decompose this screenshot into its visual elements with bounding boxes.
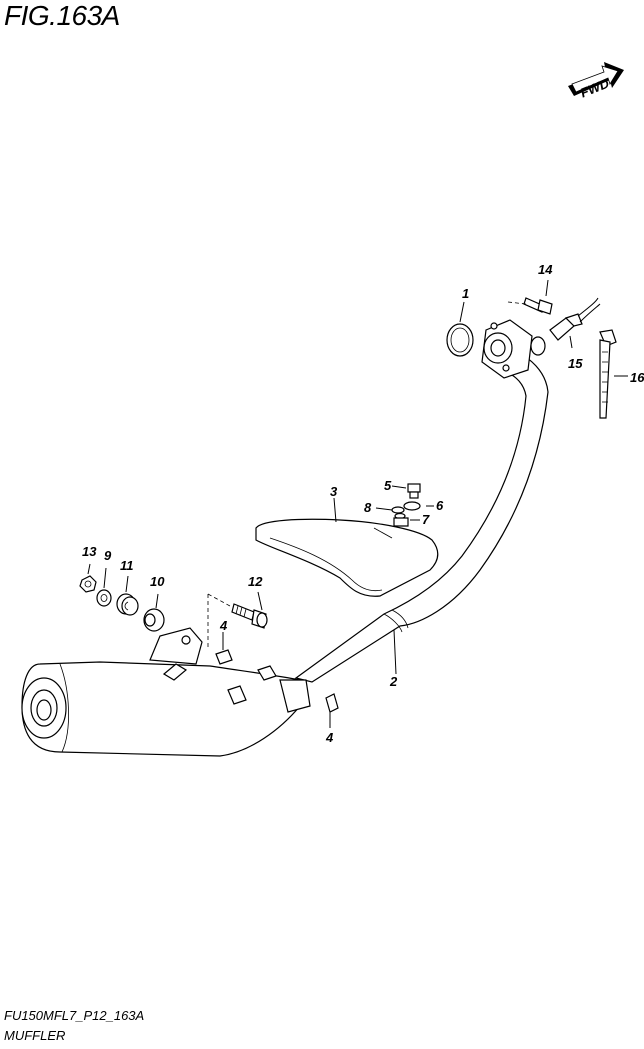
exhaust-flange xyxy=(481,319,546,379)
exhaust-gasket xyxy=(446,323,474,357)
callout-7: 7 xyxy=(422,512,430,527)
clip-nut-upper xyxy=(215,649,233,665)
callout-1: 1 xyxy=(462,286,469,301)
collar-10 xyxy=(143,608,165,632)
bolt-5 xyxy=(407,483,421,499)
washer-6 xyxy=(403,501,421,511)
callout-15: 15 xyxy=(568,356,583,371)
callout-9: 9 xyxy=(104,548,112,563)
fwd-arrow-icon: FWD xyxy=(568,62,624,101)
callout-11: 11 xyxy=(120,558,134,573)
callout-12: 12 xyxy=(248,574,263,589)
callout-labels: 1 2 3 4 4 5 6 7 8 9 10 11 12 13 14 15 16 xyxy=(82,262,644,745)
heat-shield xyxy=(255,518,439,597)
callout-5: 5 xyxy=(384,478,392,493)
clip-nut-lower xyxy=(325,693,339,713)
callout-3: 3 xyxy=(330,484,338,499)
washer-9 xyxy=(96,589,112,607)
callout-6: 6 xyxy=(436,498,444,513)
callout-2: 2 xyxy=(389,674,398,689)
bolt-12 xyxy=(231,603,268,629)
model-code: FU150MFL7_P12_163A xyxy=(4,1008,145,1023)
callout-10: 10 xyxy=(150,574,165,589)
collar-7 xyxy=(393,517,409,527)
washer-8 xyxy=(391,506,406,520)
cushion-11 xyxy=(116,593,139,616)
fwd-label: FWD xyxy=(578,75,612,100)
leader-lines xyxy=(87,279,628,728)
callout-14: 14 xyxy=(538,262,553,277)
cable-tie-16 xyxy=(599,329,617,419)
nut-13 xyxy=(79,575,97,593)
oxygen-sensor-15 xyxy=(549,297,601,341)
section-name: MUFFLER xyxy=(4,1028,66,1043)
muffler-body xyxy=(21,627,311,757)
callout-13: 13 xyxy=(82,544,97,559)
figure-title: FIG.163A xyxy=(4,0,120,31)
callout-4-upper: 4 xyxy=(219,618,228,633)
callout-4-lower: 4 xyxy=(325,730,334,745)
callout-16: 16 xyxy=(630,370,644,385)
callout-8: 8 xyxy=(364,500,372,515)
stud-bolt-14 xyxy=(523,297,553,315)
